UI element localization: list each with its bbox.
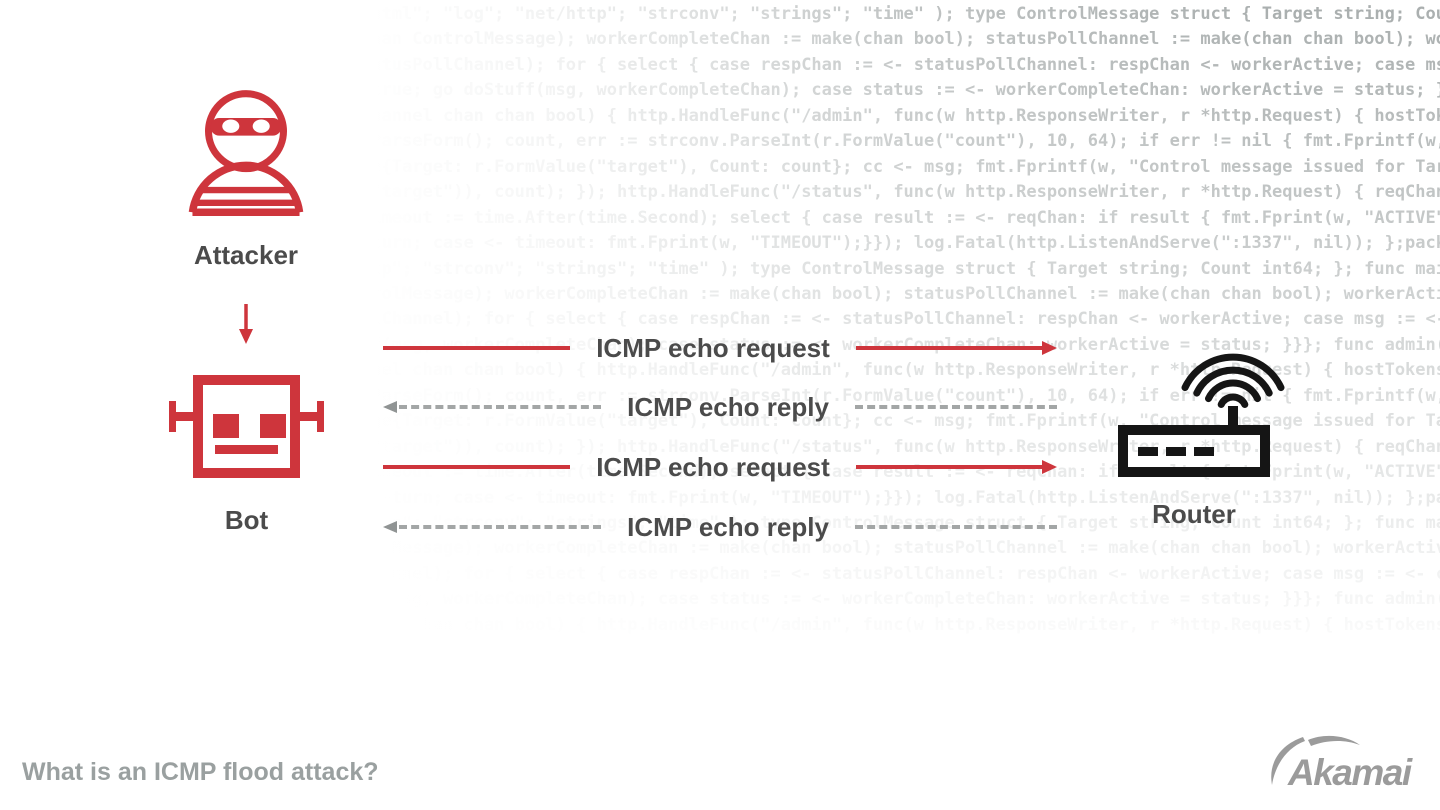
akamai-logo-icon: Akamai xyxy=(1271,735,1414,793)
router-icon xyxy=(1118,353,1285,477)
wifi-icon xyxy=(1181,353,1285,408)
arrow-line xyxy=(854,525,1057,529)
attacker-icon xyxy=(188,90,304,216)
code-line: rkerActive := false; go admin(controlCha… xyxy=(0,54,1440,75)
bot-node: Bot xyxy=(160,372,333,536)
caption-question: What is an ICMP flood attack? xyxy=(22,758,379,786)
code-line: e := false; go admin(controlChannel, sta… xyxy=(0,563,1440,584)
code-line: import ( "fmt"; "html"; "log"; "net/http… xyxy=(197,4,1440,24)
arrow-line xyxy=(399,525,602,529)
code-line: ve := false; go admin(controlChannel, st… xyxy=(0,309,1440,330)
arrow-left-icon xyxy=(383,521,397,533)
arrow-line xyxy=(383,465,571,469)
attack-down-arrow-icon xyxy=(239,304,253,344)
arrow-line xyxy=(855,465,1043,469)
flow-label: ICMP echo request xyxy=(596,451,830,482)
flow-row-reply-2: ICMP echo reply xyxy=(383,512,1057,542)
bot-label: Bot xyxy=(224,505,269,535)
router-node: Router xyxy=(1110,340,1285,530)
flow-row-request-2: ICMP echo request xyxy=(383,452,1057,482)
arrow-line xyxy=(854,405,1057,409)
flow-row-reply-1: ICMP echo reply xyxy=(383,392,1057,422)
arrow-left-icon xyxy=(383,401,397,413)
arrow-right-icon xyxy=(1042,341,1057,355)
flow-label: ICMP echo reply xyxy=(627,511,829,542)
attacker-node: Attacker xyxy=(173,89,319,271)
arrow-line xyxy=(855,346,1043,350)
code-line: nt int64; }; func main() { controlChanne… xyxy=(0,29,1440,50)
flow-label: ICMP echo request xyxy=(596,332,830,363)
arrow-right-icon xyxy=(1042,460,1057,474)
code-line: n() { controlChannel := make(chan Contro… xyxy=(0,283,1440,304)
robot-icon xyxy=(169,375,324,478)
akamai-logo-text: Akamai xyxy=(1287,752,1413,793)
code-line: ontrolChannel: workerActive = true; go d… xyxy=(0,589,1440,610)
attacker-label: Attacker xyxy=(193,240,299,270)
arrow-line xyxy=(383,346,571,350)
router-label: Router xyxy=(1152,499,1236,529)
arrow-line xyxy=(399,405,602,409)
code-line: cc chan ControlMessage, statusPollChanne… xyxy=(0,614,1440,635)
flow-label: ICMP echo reply xyxy=(627,391,829,422)
flow-row-request-1: ICMP echo request xyxy=(383,333,1057,363)
akamai-logo: Akamai xyxy=(1264,735,1416,800)
